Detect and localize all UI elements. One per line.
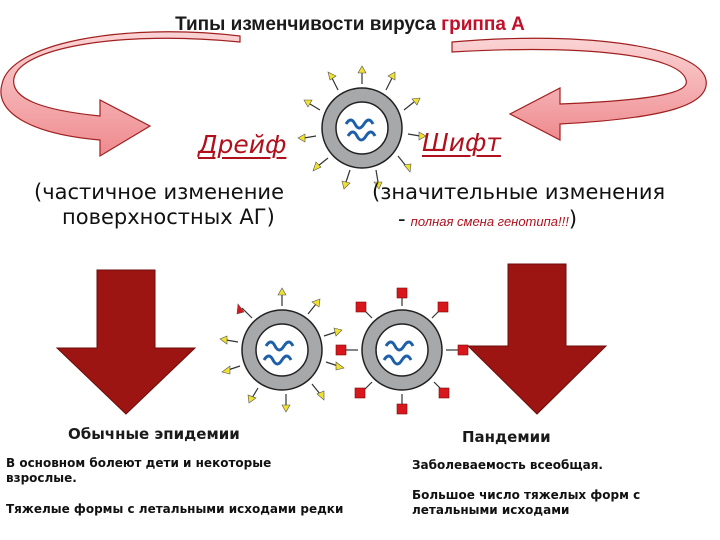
shift-outcome: Пандемии: [462, 428, 551, 446]
drift-desc-line1: (частичное изменение: [34, 180, 285, 204]
shift-desc-line2: - полная смена генотипа!!!): [398, 207, 577, 232]
drift-down-arrow: [55, 269, 197, 415]
drift-outcome: Обычные эпидемии: [68, 425, 240, 443]
title-accent: гриппа А: [441, 14, 525, 35]
drift-desc-line2: поверхностных АГ): [62, 205, 275, 229]
shift-virion-icon: [335, 287, 469, 415]
shift-down-arrow: [466, 263, 608, 415]
left-curved-arrow: [0, 31, 241, 158]
shift-desc-dash: -: [398, 207, 406, 231]
shift-note-1: Заболеваемость всеобщая.: [412, 458, 603, 472]
page-title: Типы изменчивости вируса гриппа А: [0, 14, 700, 36]
drift-term: Дрейф: [198, 130, 287, 159]
shift-note-2: Большое число тяжелых форм с летальными …: [412, 488, 641, 517]
shift-desc-close: ): [568, 207, 578, 231]
shift-desc-detail: полная смена генотипа!!!: [410, 214, 569, 229]
shift-desc-line1: (значительные изменения: [372, 180, 666, 204]
drift-virion-icon: [219, 287, 345, 413]
drift-note-1: В основном болеют дети и некоторые взрос…: [6, 456, 272, 485]
top-virion-icon: [297, 65, 427, 190]
right-curved-arrow: [451, 37, 707, 141]
drift-note-2: Тяжелые формы с летальными исходами редк…: [6, 502, 344, 516]
shift-term: Шифт: [422, 128, 501, 157]
title-main: Типы изменчивости вируса: [175, 14, 436, 35]
